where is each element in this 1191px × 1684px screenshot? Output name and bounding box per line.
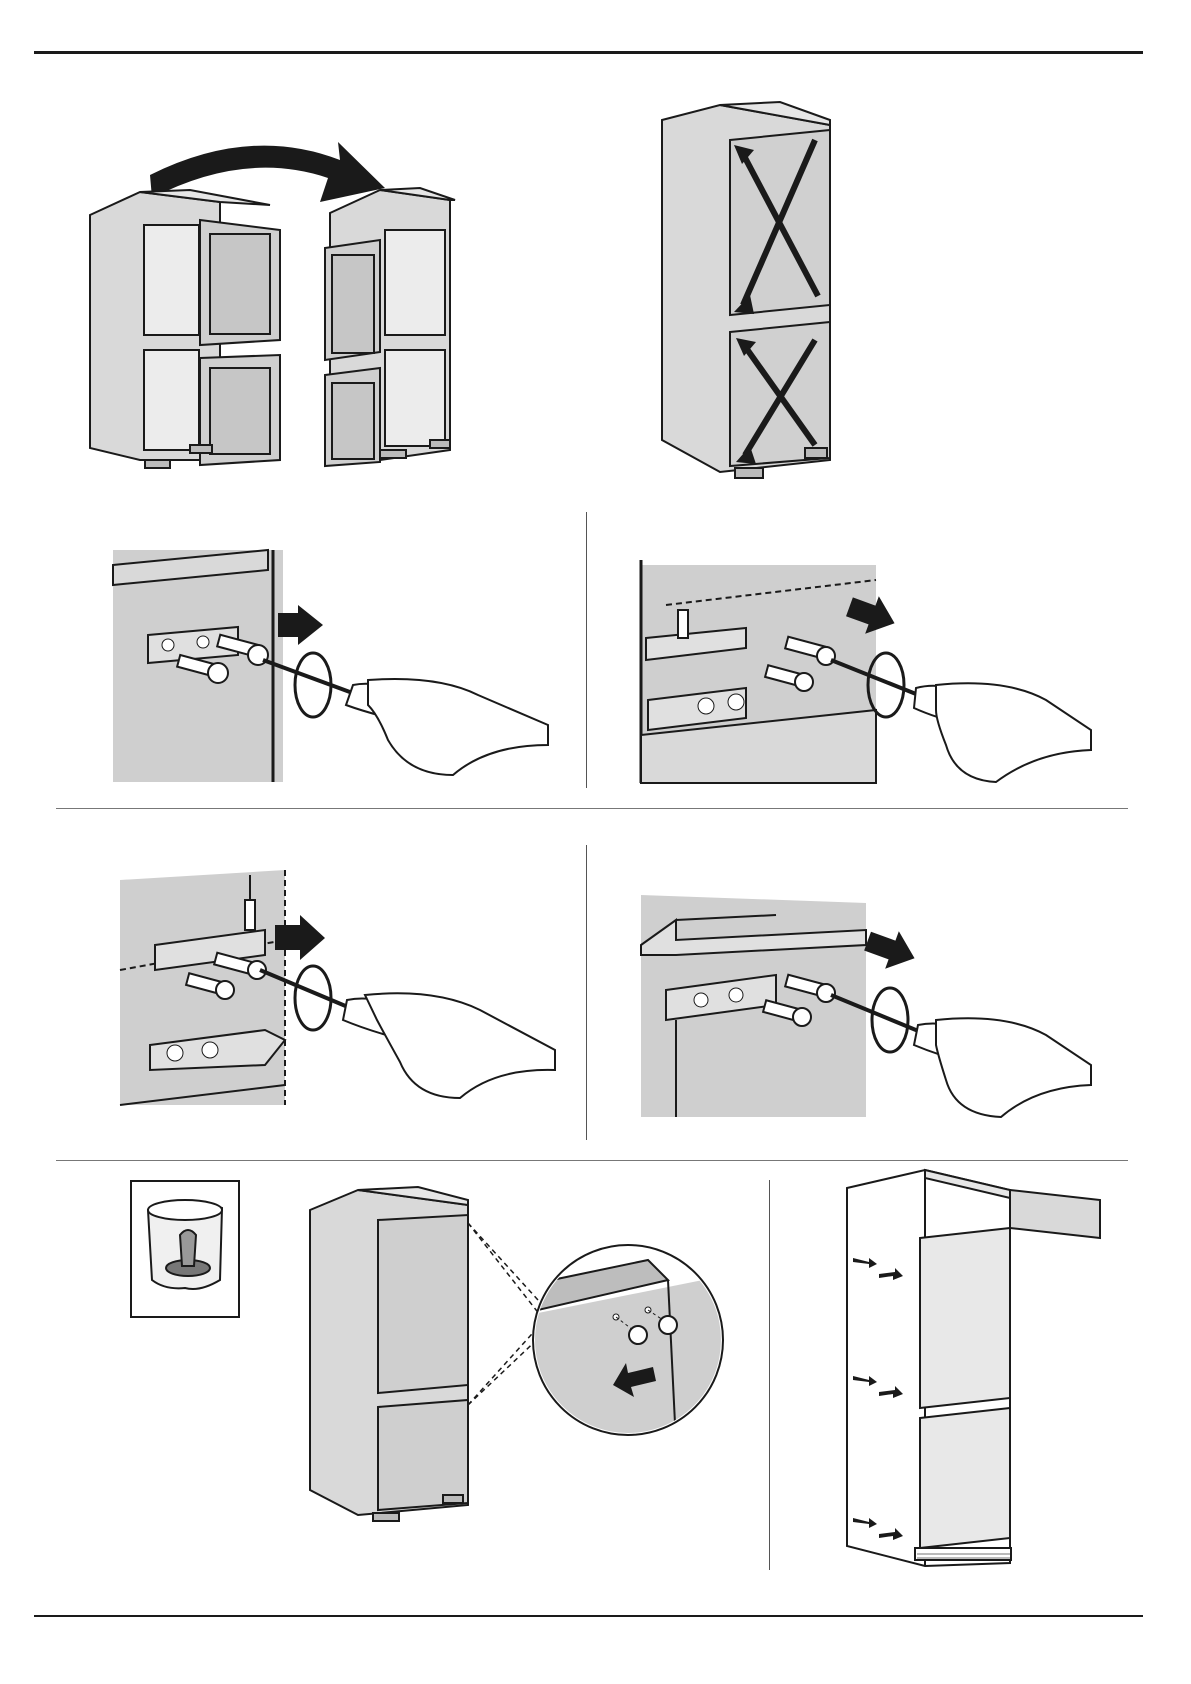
door-diagonals-illustration [650,100,850,490]
hinge-screw-bottom-illustration [636,895,1096,1130]
fixing-bag-icon [130,1180,240,1318]
divider-row2 [586,512,587,788]
cover-caps-illustration [308,1185,738,1525]
top-rule [34,51,1143,54]
reverse-door-arrow-icon [80,130,480,470]
screwdriver-icon [636,560,1096,795]
cabinet-alignment-illustration [845,1168,1110,1568]
screwdriver-icon [108,545,553,790]
magnify-detail-icon [308,1185,738,1525]
section-rule-2 [56,1160,1128,1161]
screwdriver-icon [636,895,1096,1130]
divider-row4 [769,1180,770,1570]
bottom-rule [34,1615,1143,1617]
accessory-bag-illustration [130,1180,240,1318]
hinge-unscrew-top-illustration [108,545,553,790]
hinge-screw-top-illustration [636,560,1096,795]
diagonal-check-icon [650,100,850,490]
section-rule-1 [56,808,1128,809]
screwdriver-icon [115,870,565,1115]
divider-row3 [586,845,587,1140]
hinge-unscrew-bottom-illustration [115,870,565,1115]
door-swap-illustration [80,130,480,470]
cabinet-icon [845,1168,1110,1568]
